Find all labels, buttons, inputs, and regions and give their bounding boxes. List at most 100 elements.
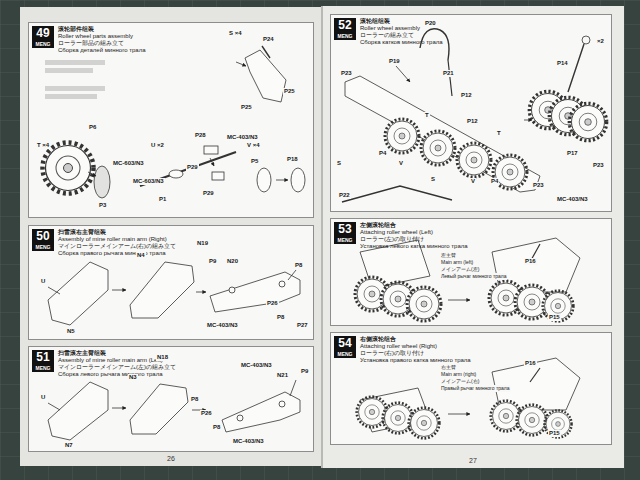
step49-drawing [169, 170, 183, 178]
step-number: 53 [334, 222, 356, 237]
part-label: U [40, 394, 46, 401]
step-title: 扫雷滚右主臂组装 [58, 229, 106, 236]
part-label: N3 [128, 374, 138, 381]
step53-drawing [448, 300, 470, 301]
part-label: T [496, 130, 502, 137]
step-title: Assembly of mine roller main arm (Right) [58, 236, 167, 243]
step-title: Attaching roller wheel (Left) [360, 229, 433, 236]
step52-drawing [342, 29, 607, 202]
step50-drawing [130, 262, 194, 318]
part-label: V [470, 178, 476, 185]
part-label: S ×4 [228, 30, 243, 37]
step53-drawing [543, 291, 574, 322]
step-title: Сборка левого рычага минного трала [58, 371, 163, 378]
part-label: P6 [88, 124, 97, 131]
part-label: MC-603/N3 [112, 160, 145, 167]
step49-drawing [245, 50, 286, 102]
step54-drawing [530, 368, 540, 382]
step49-drawing [236, 62, 246, 66]
step-number: 51 [32, 350, 54, 365]
step-title: ローラー部品の組み立て [58, 40, 124, 47]
step52-drawing [342, 186, 452, 202]
part-label: P4 [378, 150, 387, 157]
part-label: S [430, 176, 436, 183]
step50-drawing [229, 287, 235, 293]
step-title: ローラー(右)の取り付け [360, 350, 424, 357]
step-title: 左侧滚轮组合 [360, 222, 396, 229]
manual-page: 2752MENG滚轮组组装Roller wheel assemblyローラーの組… [322, 6, 624, 468]
step49-drawing [210, 158, 214, 166]
step50-drawing [279, 281, 285, 287]
step50-drawing [210, 272, 300, 312]
step-number: 52 [334, 18, 356, 33]
step49-drawing [276, 180, 288, 181]
step-panels [28, 14, 612, 452]
booklet-pages [20, 7, 322, 466]
step-title: マインローラーメインアーム(右)の組み立て [58, 243, 176, 250]
step52-drawing [345, 76, 540, 192]
part-label: P26 [200, 410, 213, 417]
part-label: N19 [196, 240, 209, 247]
step52-drawing [569, 103, 606, 140]
part-label: P24 [262, 36, 275, 43]
page-number: 26 [20, 455, 322, 463]
step-title: Attaching roller wheel (Right) [360, 343, 437, 350]
part-label: P17 [566, 150, 579, 157]
booklet-pages [322, 6, 624, 468]
step51-drawing [48, 382, 108, 440]
part-label: P15 [548, 430, 561, 437]
step51-drawing [222, 392, 300, 432]
part-label: P5 [250, 158, 259, 165]
manual-page: 2649MENG滚轮部件组装Roller wheel parts assembl… [20, 7, 322, 466]
callout-note: 左主臂 [440, 252, 457, 259]
step52-drawing [421, 131, 455, 165]
part-label: N18 [156, 354, 169, 361]
part-label: V [398, 160, 404, 167]
step52-drawing [568, 44, 584, 92]
part-label: P29 [202, 190, 215, 197]
part-label: P18 [286, 156, 299, 163]
part-label: P8 [212, 424, 221, 431]
part-label: P12 [466, 118, 479, 125]
step-panels [330, 218, 612, 326]
step54-drawing [357, 358, 580, 438]
step49-drawing [43, 143, 94, 194]
step-title: Assembly of mine roller main arm (Left) [58, 357, 163, 364]
part-label: P29 [186, 164, 199, 171]
step49-drawing [43, 46, 306, 198]
step51-drawing [290, 380, 296, 396]
step-title: Сборка катков минного трала [360, 39, 443, 46]
step49-drawing [262, 46, 270, 58]
callout-note: 右主臂 [440, 364, 457, 371]
step-panels [28, 346, 314, 452]
callout-note: Main arm (left) [440, 259, 474, 266]
step50-drawing [196, 292, 206, 293]
part-label: P8 [276, 314, 285, 321]
part-label: P25 [283, 88, 296, 95]
part-label: MC-403/N3 [232, 438, 265, 445]
part-label: P8 [294, 262, 303, 269]
step49-drawing [257, 168, 271, 192]
step-title: 滚轮部件组装 [58, 26, 94, 33]
part-label: P25 [240, 104, 253, 111]
step50-drawing [112, 290, 126, 291]
step54-drawing [383, 403, 414, 434]
step49-drawing [45, 86, 105, 91]
callout-note: Левый рычаг минного трала [440, 273, 507, 280]
part-label: P16 [524, 360, 537, 367]
part-label: ×2 [596, 38, 605, 45]
step49-drawing [212, 172, 224, 180]
brand-tag: MENG [334, 237, 356, 244]
step50-drawing [48, 262, 300, 325]
part-label: N4 [136, 252, 146, 259]
part-label: MC-403/N3 [206, 322, 239, 329]
part-label: T ×4 [36, 142, 50, 149]
step49-drawing [45, 60, 105, 65]
step50-drawing [288, 270, 296, 280]
step52-drawing [448, 60, 452, 96]
part-label: P19 [388, 58, 401, 65]
step49-drawing [94, 166, 110, 198]
step51-drawing [48, 380, 300, 440]
